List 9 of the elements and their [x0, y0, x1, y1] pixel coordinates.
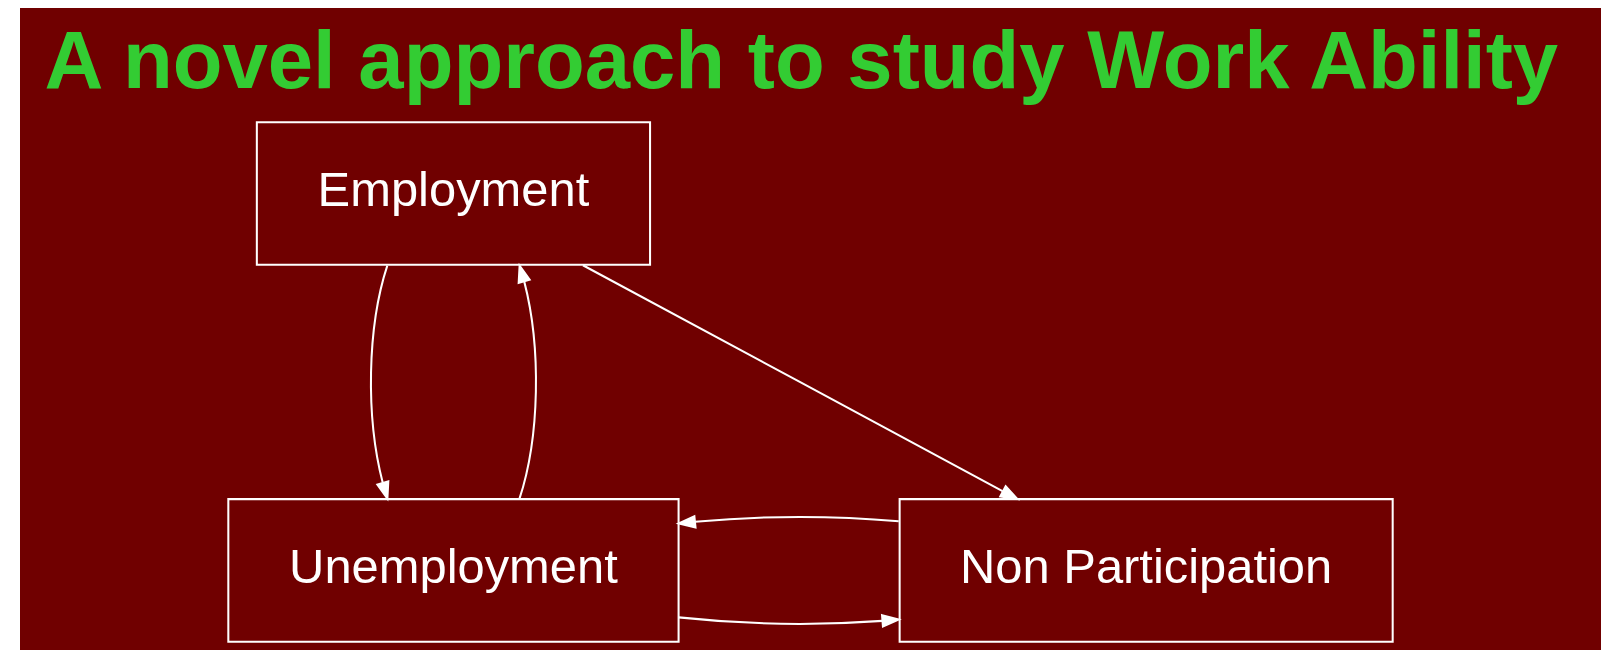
arrow [517, 262, 537, 499]
diagram-title: A novel approach to study Work Ability [44, 13, 1559, 105]
node-box: Employment [255, 121, 652, 266]
arrow [675, 514, 899, 529]
arrow [678, 613, 902, 629]
node-box: Non Participation [898, 498, 1394, 643]
arrow [370, 265, 390, 502]
arrow [582, 264, 1021, 501]
node-box: Unemployment [227, 498, 680, 643]
